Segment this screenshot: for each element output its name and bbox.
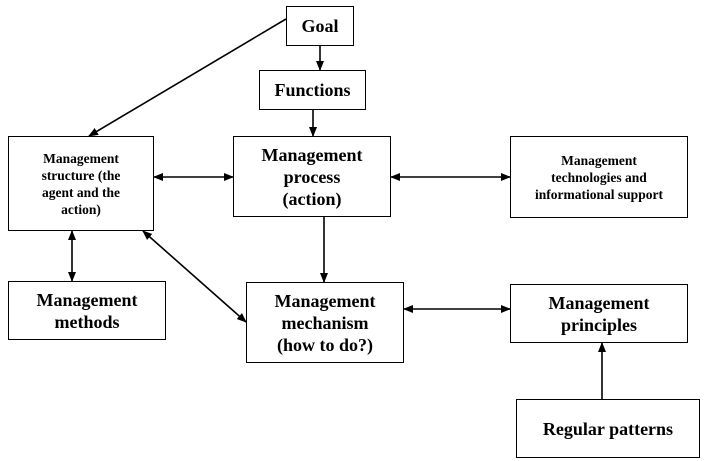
management-technologies-box: Management technologies and informationa… — [510, 136, 688, 218]
management-methods-box: Management methods — [8, 281, 166, 340]
management-structure-box: Management structure (the agent and the … — [8, 136, 154, 231]
management-principles-box: Management principles — [510, 284, 688, 343]
management-process-box: Management process (action) — [233, 136, 391, 217]
regular-patterns-box: Regular patterns — [516, 399, 700, 458]
management-mechanism-box: Management mechanism (how to do?) — [246, 282, 404, 363]
functions-box: Functions — [259, 70, 366, 110]
arrow-goal-to-structure — [88, 18, 287, 137]
goal-box: Goal — [286, 6, 354, 46]
arrow-structure-mechanism — [142, 230, 247, 323]
